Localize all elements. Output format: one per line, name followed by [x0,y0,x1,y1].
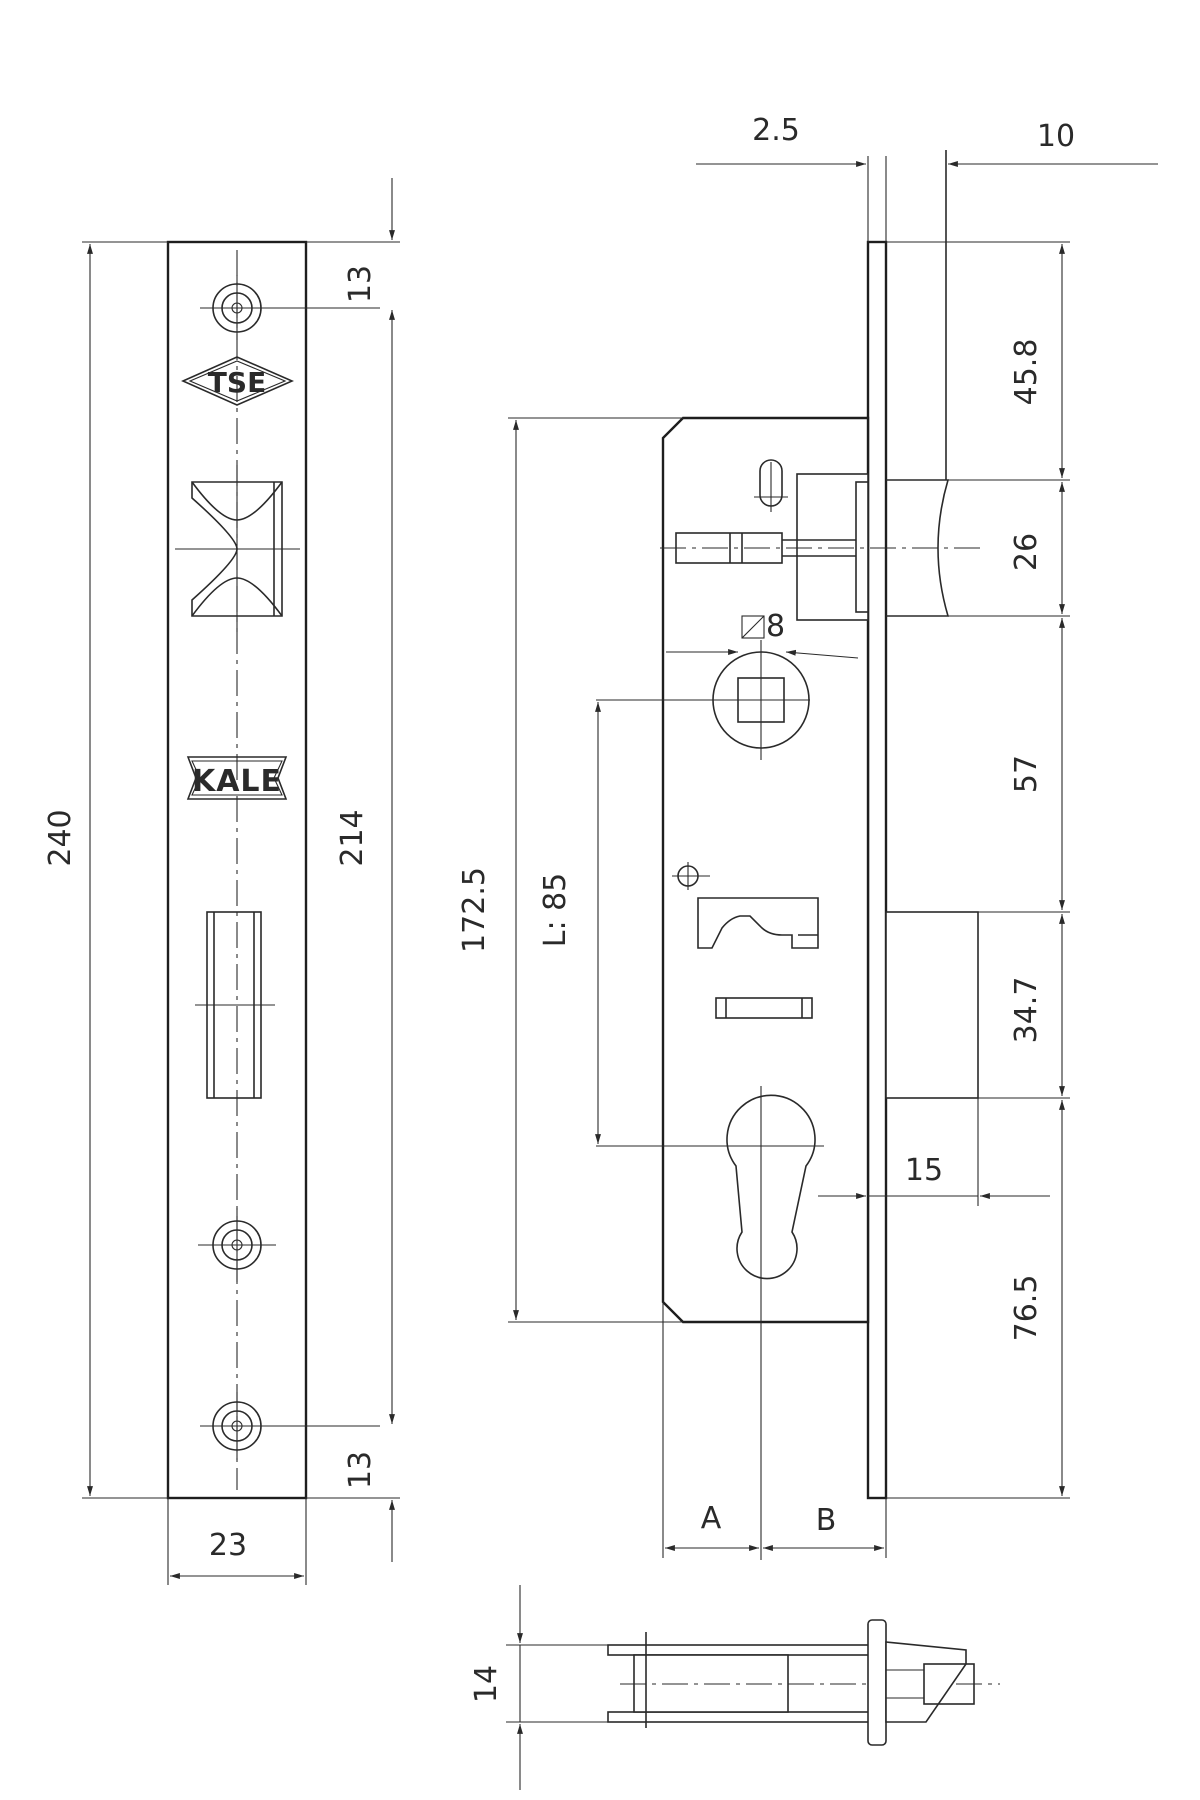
dim-total-height-label: 240 [43,809,78,866]
dim-total-height: 240 [43,241,168,1499]
deadbolt-side [885,911,979,1099]
tse-logo-text: TSE [208,366,266,399]
bolt-opening-front [195,911,275,1099]
dim-bolt-throw: 15 [818,1098,1050,1206]
spindle-hub: 8 [596,609,859,760]
dim-latch-top-label: 45.8 [1009,339,1044,406]
dim-bolt-to-bottom-label: 76.5 [1009,1275,1044,1342]
dim-right-chain: 45.8 26 57 34.7 76.5 [886,241,1070,1499]
latch-opening-front [175,465,300,632]
dim-latch-height-label: 26 [1009,533,1044,571]
dim-center-distance: L: 85 [538,702,601,1144]
lever-block [697,897,819,1019]
label-b: B [816,1503,837,1538]
bottom-view: 14 [469,1585,1000,1790]
side-view: 8 [457,113,1158,1560]
dim-bolt-throw-label: 15 [905,1153,943,1188]
tse-logo: TSE [181,356,295,406]
label-a: A [701,1501,722,1536]
dim-a-b: A B [662,1302,887,1558]
dim-hole-spacing-label: 214 [335,809,370,866]
kale-logo: KALE [186,756,288,800]
dim-hole-spacing: 214 13 13 [306,178,400,1562]
dim-case-height-label: 172.5 [457,867,492,953]
dim-width-label: 23 [209,1528,247,1563]
dim-bolt-protrusion-label: 10 [1037,119,1075,154]
dim-plate-thickness: 2.5 10 [696,113,1158,242]
locator-mark [672,862,710,890]
dim-plate-thickness-label: 2.5 [752,113,800,148]
dim-bottom-offset-label: 13 [343,1451,378,1489]
kale-logo-text: KALE [192,764,282,799]
screw-hole-bottom [200,1392,380,1460]
latch-side [660,150,980,621]
side-faceplate [866,240,888,1500]
dim-top-offset-label: 13 [343,265,378,303]
dim-width: 23 [167,1498,307,1585]
front-view: TSE KALE [43,178,400,1585]
screw-hole-top [200,275,380,340]
dim-thickness-label: 14 [469,1665,504,1703]
dim-latch-to-bolt-label: 57 [1009,755,1044,793]
dim-bolt-height-label: 34.7 [1009,977,1044,1044]
screw-hole-middle [198,1208,276,1282]
dim-spindle-label: 8 [766,609,785,644]
cylinder-hole [596,1086,824,1560]
dim-center-distance-label: L: 85 [538,873,573,948]
dim-case-height: 172.5 [457,417,683,1323]
